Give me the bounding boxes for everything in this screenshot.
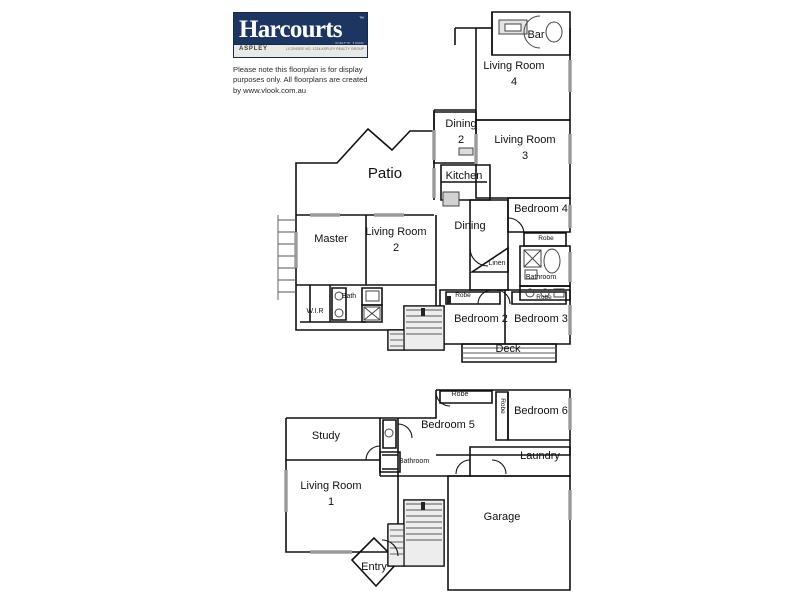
room-label-dining: Dining [454, 220, 485, 232]
room-label-living-room-number: 4 [511, 76, 517, 88]
room-label-living-room: Living Room [300, 480, 361, 492]
room-label-bathroom: Bathroom [399, 458, 430, 465]
fixture-icons [334, 15, 565, 510]
robe-label-3: Robe [536, 294, 552, 301]
room-label-kitchen: Kitchen [446, 170, 483, 182]
room-label-dining-number: 2 [458, 134, 464, 146]
room-label-bar: Bar [527, 29, 544, 41]
room-label-living-room-number: 1 [328, 496, 334, 508]
disclaimer-text: Please note this floorplan is for displa… [233, 65, 368, 95]
room-label-bedroom-4: Bedroom 4 [514, 203, 568, 215]
branding-block: Harcourts ™ SINCE 1888 ASPLEY LICENSEE N… [233, 12, 368, 96]
stair-treads [277, 215, 556, 555]
room-label-patio: Patio [368, 165, 402, 182]
room-label-master: Master [314, 233, 348, 245]
robe-label-1: Robe [538, 235, 554, 242]
room-label-w-i-r: W.I.R [306, 308, 323, 315]
office-name: ASPLEY [239, 46, 268, 52]
room-label-linen: Linen [488, 260, 505, 267]
wall-lines [285, 11, 571, 591]
logo-since-text: SINCE 1888 [335, 41, 364, 46]
room-label-dining: Dining [445, 118, 476, 130]
room-label-bedroom-6: Bedroom 6 [514, 405, 568, 417]
room-label-robe: Robe [452, 391, 469, 398]
window-markers [284, 60, 572, 554]
room-label-living-room: Living Room [494, 134, 555, 146]
room-label-entry: Entry [361, 561, 387, 573]
floor-fills [387, 305, 445, 567]
robe-label-4: Robe [499, 398, 506, 414]
door-swings [365, 217, 525, 557]
logo-office-bar: ASPLEY LICENSEE NO. 1234 ASPLEY REALTY G… [234, 44, 367, 57]
room-label-living-room: Living Room [483, 60, 544, 72]
room-label-bathroom: Bathroom [526, 274, 557, 281]
office-sub-text: LICENSEE NO. 1234 ASPLEY REALTY GROUP [286, 46, 364, 51]
room-label-deck: Deck [495, 343, 521, 355]
room-label-living-room: Living Room [365, 226, 426, 238]
room-label-bath: Bath [342, 293, 357, 300]
room-label-living-room-number: 3 [522, 150, 528, 162]
room-label-bedroom-3: Bedroom 3 [514, 313, 568, 325]
room-label-bedroom-2: Bedroom 2 [454, 313, 508, 325]
robe-label-2: Robe [455, 292, 471, 299]
room-label-laundry: Laundry [520, 450, 560, 462]
trademark-glyph: ™ [359, 16, 364, 22]
room-label-garage: Garage [484, 511, 521, 523]
room-label-living-room-number: 2 [393, 242, 399, 254]
room-label-study: Study [312, 430, 341, 442]
room-label-bedroom-5: Bedroom 5 [421, 419, 475, 431]
harcourts-wordmark: Harcourts [239, 16, 343, 43]
harcourts-logo: Harcourts ™ SINCE 1888 ASPLEY LICENSEE N… [233, 12, 368, 58]
